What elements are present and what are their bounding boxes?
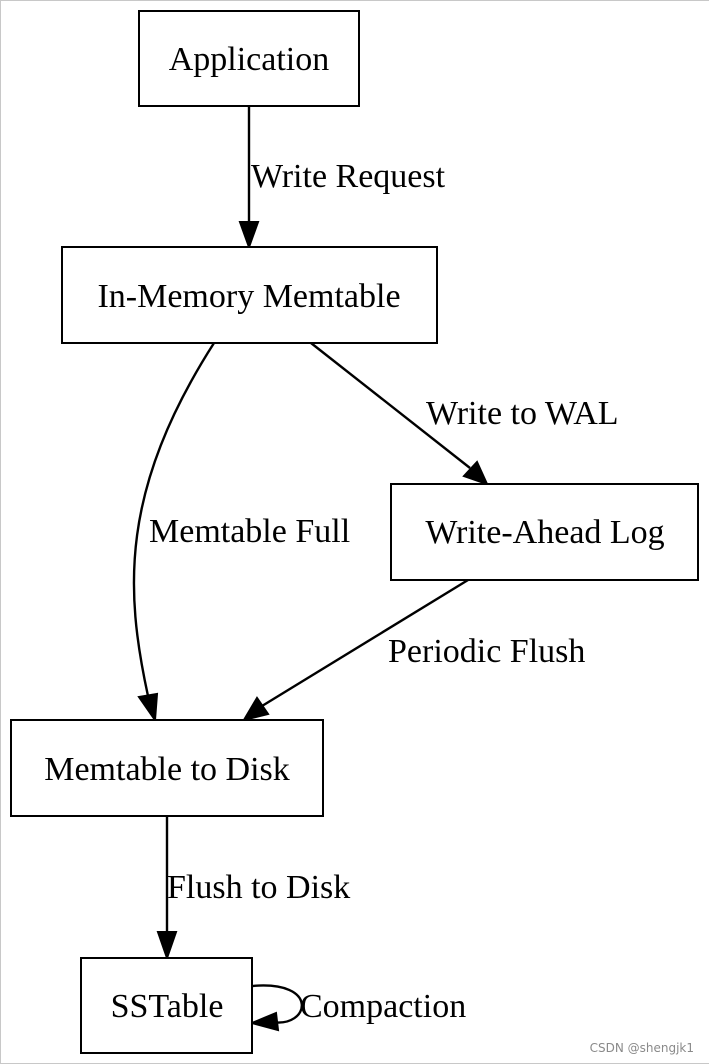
edge-periodic-flush	[241, 578, 469, 722]
edge-label-write-to-wal: Write to WAL	[426, 395, 619, 432]
node-application: Application	[138, 10, 360, 107]
node-label-wal: Write-Ahead Log	[425, 514, 664, 551]
watermark: CSDN @shengjk1	[590, 1041, 694, 1055]
node-write-ahead-log: Write-Ahead Log	[390, 483, 699, 581]
edge-label-compaction: Compaction	[300, 988, 466, 1025]
edge-write-to-wal	[310, 342, 489, 486]
node-label-sstable: SSTable	[111, 988, 224, 1025]
edge-label-memtable-full: Memtable Full	[149, 513, 350, 550]
node-label-application: Application	[169, 41, 330, 78]
edge-label-flush-to-disk: Flush to Disk	[167, 869, 350, 906]
node-sstable: SSTable	[80, 957, 253, 1054]
edge-label-periodic-flush: Periodic Flush	[388, 633, 585, 670]
edge-memtable-full	[132, 342, 216, 723]
node-label-memtable-disk: Memtable to Disk	[44, 751, 290, 788]
node-in-memory-memtable: In-Memory Memtable	[61, 246, 438, 344]
node-label-memtable: In-Memory Memtable	[97, 278, 400, 315]
edge-flush-to-disk	[156, 816, 178, 962]
node-memtable-to-disk: Memtable to Disk	[10, 719, 324, 817]
edge-compaction-loop	[248, 984, 303, 1032]
edge-label-write-request: Write Request	[251, 158, 446, 195]
edge-write-request	[238, 106, 260, 250]
